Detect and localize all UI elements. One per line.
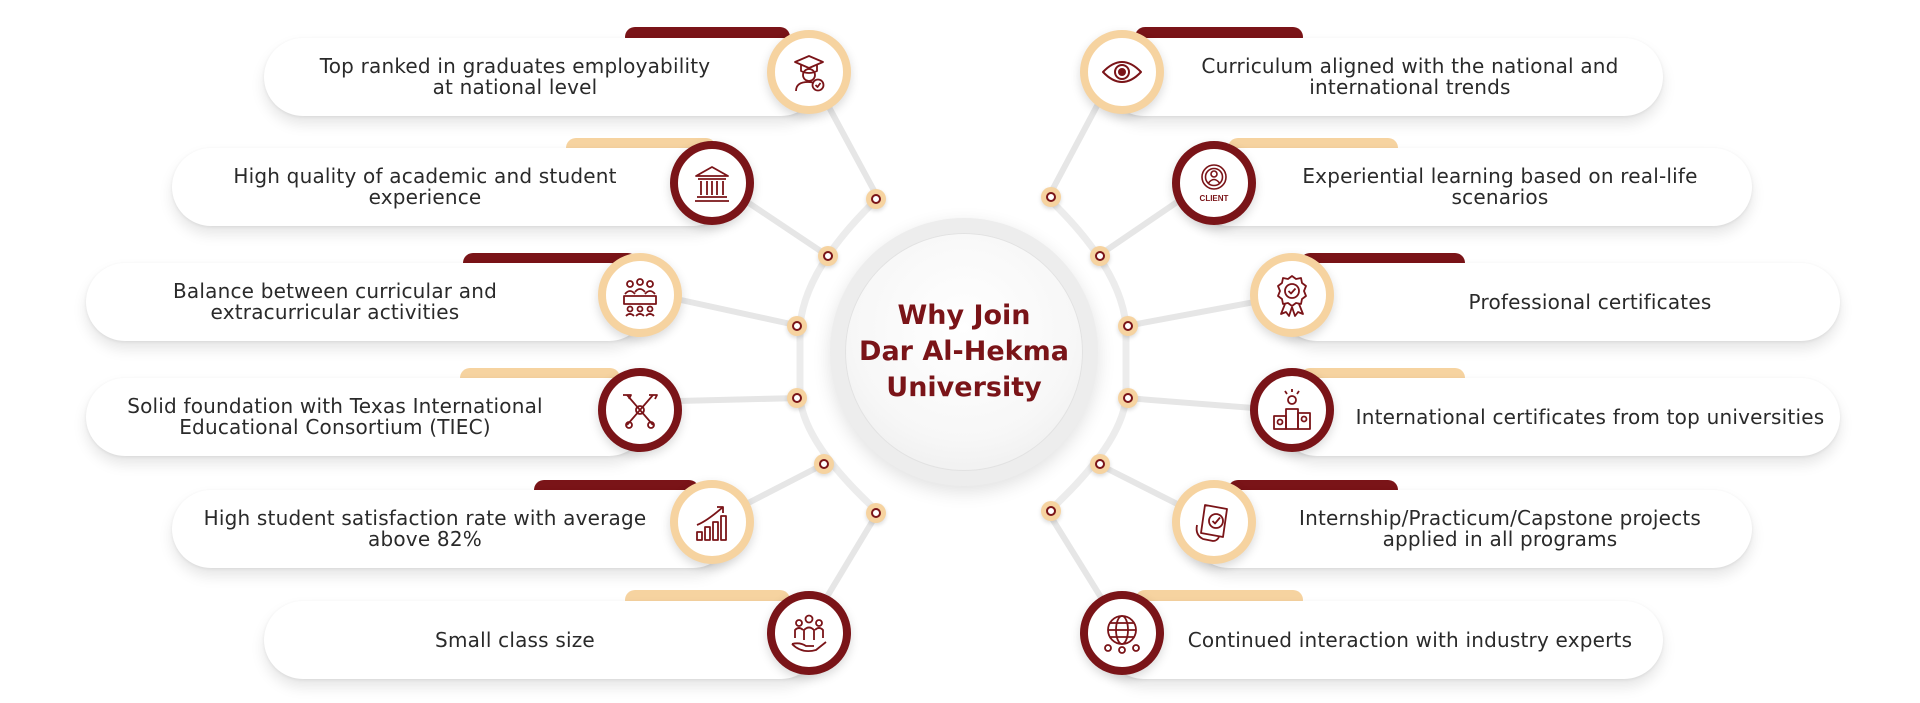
icon-circle bbox=[1250, 368, 1334, 452]
icon-circle bbox=[598, 253, 682, 337]
icon-circle bbox=[1250, 253, 1334, 337]
feature-card-right-6 bbox=[1105, 601, 1663, 679]
label-line: Internship/Practicum/Capstone projects bbox=[1298, 506, 1701, 530]
feature-card-left-4 bbox=[86, 378, 648, 456]
growth-chart-icon bbox=[696, 506, 727, 541]
label-line: Solid foundation with Texas Internationa… bbox=[127, 394, 543, 418]
icon-circle bbox=[1172, 480, 1256, 564]
connector-node bbox=[814, 454, 834, 474]
checklist-hand-icon bbox=[1195, 504, 1228, 542]
center-title-line: University bbox=[886, 372, 1042, 403]
label-line: Continued interaction with industry expe… bbox=[1187, 627, 1633, 652]
feature-label: Continued interaction with industry expe… bbox=[1180, 601, 1640, 679]
feature-label: Curriculum aligned with the national and… bbox=[1180, 38, 1640, 116]
small-group-icon bbox=[791, 614, 827, 653]
connector-node bbox=[1118, 388, 1138, 408]
feature-label: High student satisfaction rate with aver… bbox=[200, 490, 650, 568]
connector-node bbox=[866, 189, 886, 209]
label-line: High quality of academic and student bbox=[233, 164, 617, 188]
classroom-activity-icon bbox=[623, 278, 657, 317]
connector-node bbox=[1090, 246, 1110, 266]
label-line: extracurricular activities bbox=[210, 300, 460, 324]
connector-node bbox=[787, 316, 807, 336]
feature-label: Experiential learning based on real-life… bbox=[1270, 148, 1730, 226]
feature-label: International certificates from top univ… bbox=[1350, 378, 1830, 456]
center-title: Why Join Dar Al-Hekma University bbox=[845, 233, 1083, 471]
label-line: experience bbox=[368, 185, 482, 209]
label-line: International certificates from top univ… bbox=[1355, 404, 1825, 429]
feature-card-right-3 bbox=[1278, 263, 1840, 341]
label-line: Balance between curricular and bbox=[173, 279, 497, 303]
label-line: at national level bbox=[432, 75, 598, 99]
label-line: Curriculum aligned with the national and bbox=[1201, 54, 1619, 78]
center-circle bbox=[845, 233, 1083, 471]
label-line: above 82% bbox=[368, 527, 482, 551]
icon-circle bbox=[670, 480, 754, 564]
center-title-line: Why Join bbox=[897, 300, 1031, 331]
feature-card-right-5 bbox=[1190, 490, 1752, 568]
label-line: Educational Consortium (TIEC) bbox=[179, 415, 491, 439]
label-line: applied in all programs bbox=[1382, 527, 1618, 551]
icon-circle bbox=[670, 141, 754, 225]
label-line: Small class size bbox=[435, 627, 595, 652]
feature-card-left-1 bbox=[264, 38, 820, 116]
label-line: Experiential learning based on real-life bbox=[1302, 164, 1698, 188]
icon-circle bbox=[767, 591, 851, 675]
connector-node bbox=[1118, 316, 1138, 336]
ribbon-badge-icon bbox=[623, 394, 658, 429]
eye-icon bbox=[1102, 61, 1142, 83]
feature-card-right-1 bbox=[1105, 38, 1663, 116]
graduate-check-icon bbox=[794, 55, 825, 92]
connector-node bbox=[866, 503, 886, 523]
center-title-line: Dar Al-Hekma bbox=[859, 336, 1069, 367]
connector-node bbox=[1041, 501, 1061, 521]
label-line: Professional certificates bbox=[1468, 289, 1712, 314]
feature-card-left-6 bbox=[264, 601, 820, 679]
label-line: High student satisfaction rate with aver… bbox=[203, 506, 647, 530]
university-building-icon bbox=[695, 166, 729, 202]
certificate-medal-icon bbox=[1277, 275, 1307, 317]
feature-card-right-4 bbox=[1278, 378, 1840, 456]
connector-node bbox=[787, 388, 807, 408]
feature-card-left-3 bbox=[86, 263, 648, 341]
feature-card-left-2 bbox=[172, 148, 732, 226]
icon-circle bbox=[767, 30, 851, 114]
feature-label: Solid foundation with Texas Internationa… bbox=[110, 378, 560, 456]
connector-node bbox=[818, 246, 838, 266]
connector-node bbox=[1041, 187, 1061, 207]
client-icon: CLIENT bbox=[1200, 164, 1229, 203]
feature-card-left-5 bbox=[172, 490, 732, 568]
podium-icon bbox=[1273, 389, 1311, 430]
feature-label: Small class size bbox=[290, 601, 740, 679]
connector-node bbox=[1090, 454, 1110, 474]
client-icon-text: CLIENT bbox=[1200, 194, 1229, 203]
globe-network-icon bbox=[1104, 615, 1140, 654]
icon-circle bbox=[1080, 591, 1164, 675]
icon-circle bbox=[598, 368, 682, 452]
label-line: scenarios bbox=[1451, 185, 1549, 209]
icon-circle bbox=[1080, 30, 1164, 114]
label-line: Top ranked in graduates employability bbox=[319, 54, 711, 78]
feature-label: Professional certificates bbox=[1360, 263, 1820, 341]
feature-card-right-2 bbox=[1190, 148, 1752, 226]
label-line: international trends bbox=[1309, 75, 1511, 99]
icon-circle: CLIENT bbox=[1172, 141, 1256, 225]
